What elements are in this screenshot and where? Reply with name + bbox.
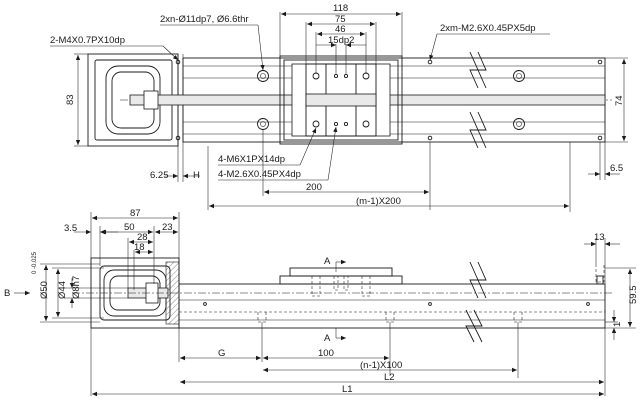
- dim-m1x200: (m-1)X200: [356, 196, 401, 207]
- dims-height-top: 83 74: [65, 53, 628, 147]
- dim-200: 200: [306, 182, 322, 193]
- dim-phi44: Ø44: [57, 281, 68, 299]
- dim-83: 83: [65, 94, 76, 105]
- leaders-carriage: 4-M6X1PX14dp 4-M2.6X0.45PX4dp: [218, 126, 338, 181]
- dim-n1x100: (n-1)X100: [360, 360, 402, 371]
- dims-diameters-front: B Ø50 0 -0.025 Ø44 Ø8h7: [4, 251, 128, 323]
- front-view: A A 87 3.5 50 23 28 18: [4, 208, 639, 397]
- dim-6-5: 6.5: [610, 163, 623, 174]
- dim-75: 75: [335, 14, 346, 25]
- dim-118: 118: [333, 3, 348, 14]
- dim-74: 74: [614, 95, 625, 106]
- dim-1: 1: [612, 322, 623, 327]
- section-A-bottom: A: [324, 333, 331, 344]
- break-lines-front: [465, 261, 487, 343]
- end-cap-right-front: [595, 264, 605, 285]
- motor-end-block-front: [72, 257, 612, 329]
- dim-15dp2: 15dp2: [328, 35, 354, 46]
- dim-59-5: 59.5: [628, 286, 639, 305]
- dims-pitch-top: 200 (m-1)X200: [209, 130, 571, 212]
- rail-body-front: [178, 283, 606, 329]
- label-m6-threads: 4-M6X1PX14dp: [218, 154, 285, 165]
- label-2-m4: 2-M4X0.7PX10dp: [50, 35, 125, 46]
- top-view: 118 75 46 15dp2 2-M4X0.7PX10dp 2xn-Ø11dp…: [50, 3, 628, 212]
- label-m2-6-threads: 4-M2.6X0.45PX4dp: [218, 169, 301, 180]
- dim-46: 46: [335, 24, 346, 35]
- dim-L1: L1: [342, 384, 353, 395]
- dim-23: 23: [162, 222, 173, 233]
- break-lines-top: [469, 51, 487, 149]
- dim-3-5: 3.5: [64, 223, 77, 234]
- tol-phi50: 0 -0.025: [32, 251, 38, 274]
- dim-G: G: [218, 348, 225, 359]
- dim-28: 28: [137, 232, 148, 243]
- dim-phi8h7: Ø8h7: [71, 276, 82, 299]
- dims-carriage-width: 118 75 46 15dp2: [279, 3, 403, 74]
- dim-87: 87: [130, 208, 141, 219]
- label-base-holes: 2xm-M2.6X0.45PX5dp: [440, 23, 536, 34]
- leaders-top: 2-M4X0.7PX10dp 2xn-Ø11dp7, Ø6.6thr 2xm-M…: [50, 14, 550, 71]
- dim-6-25: 6.25: [150, 170, 169, 181]
- dim-100: 100: [318, 348, 334, 359]
- dims-length-front: G 100 (n-1)X100 L2 L1: [90, 322, 606, 397]
- dims-right-front: 13 59.5 1: [584, 232, 639, 340]
- dim-phi50: Ø50: [39, 281, 50, 299]
- section-A: A A: [324, 256, 346, 344]
- dims-motor-front: 87 3.5 50 23 28 18: [64, 208, 180, 290]
- dim-18: 18: [134, 242, 145, 253]
- base-holes-top: [175, 59, 603, 141]
- carriage-front: [279, 267, 403, 297]
- carriage-top: [279, 55, 403, 145]
- label-counterbore-holes: 2xn-Ø11dp7, Ø6.6thr: [160, 14, 249, 25]
- dim-H: H: [193, 170, 200, 181]
- dim-13: 13: [594, 232, 605, 243]
- dim-L2: L2: [384, 372, 395, 383]
- dim-50: 50: [124, 222, 135, 233]
- dims-offsets-top: 6.25 H 6.5: [150, 142, 623, 210]
- section-A-top: A: [324, 256, 331, 267]
- view-B: B: [4, 288, 10, 299]
